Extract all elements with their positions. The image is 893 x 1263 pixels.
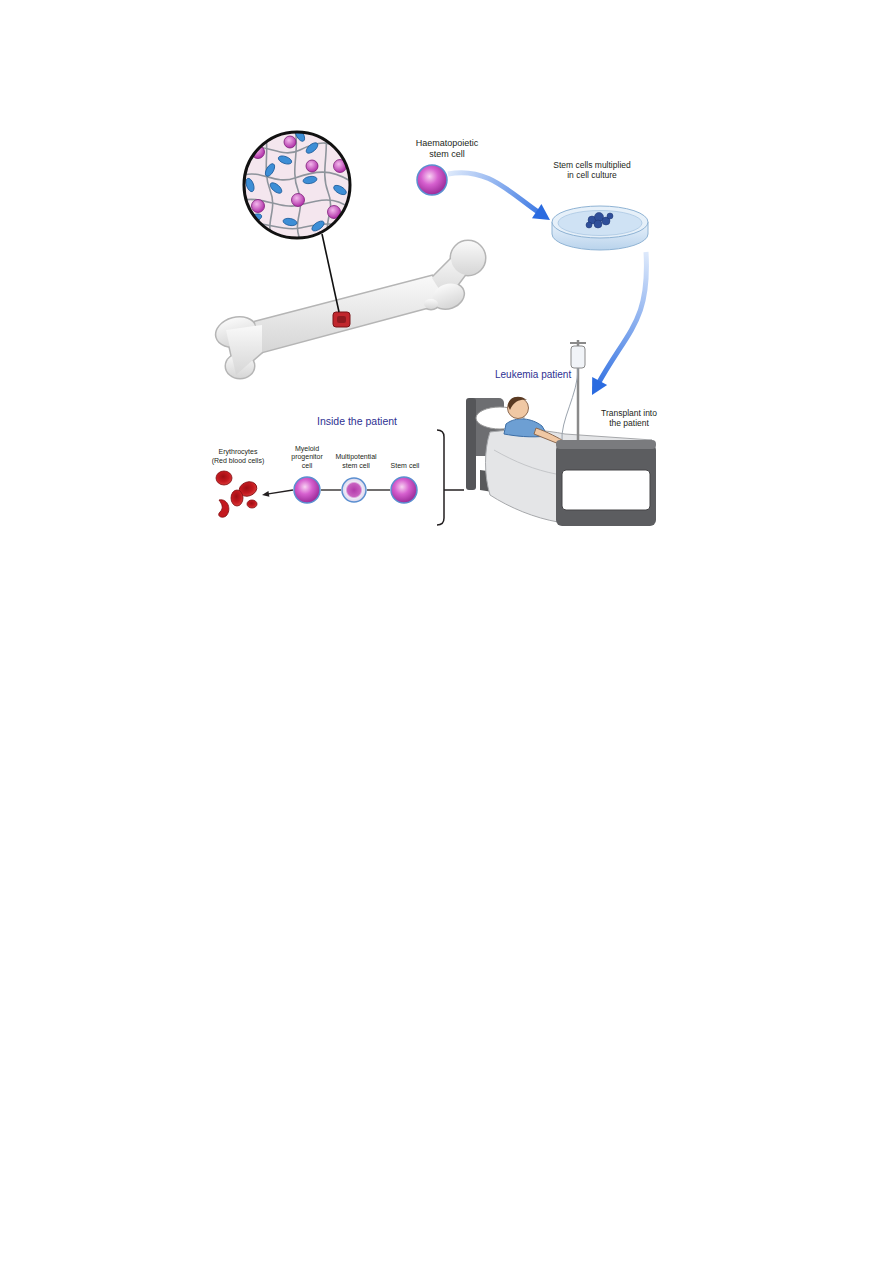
marrow-magnifier-part-part-part	[292, 194, 305, 207]
marrow-magnifier-part-part-part	[244, 177, 255, 193]
marrow-magnifier-part-part-part	[284, 136, 296, 148]
lineage-line	[267, 490, 293, 494]
femur-bone	[213, 241, 485, 378]
patient-bed-part	[556, 444, 656, 526]
patient-bed-part	[562, 470, 650, 510]
marrow-magnifier	[240, 127, 355, 312]
cell-node: Myeloid progenitor cell	[293, 476, 321, 504]
patient-bed-part	[571, 346, 585, 368]
marrow-magnifier-part-part-part	[263, 162, 276, 178]
marrow-magnifier-part-part	[244, 130, 352, 240]
patient-bed	[466, 340, 656, 526]
edge-label: Transplant into the patient	[596, 408, 662, 428]
cell-icons-part	[342, 478, 366, 502]
process-arrow	[448, 173, 541, 214]
cell-node: Stem cell	[390, 476, 418, 504]
patient-bed-part	[508, 397, 527, 410]
femur-bone-part	[333, 312, 350, 327]
marrow-magnifier-part-part-part	[304, 141, 319, 155]
bracket-part	[444, 489, 464, 491]
red-blood-cells-part	[219, 500, 229, 517]
node-label: Stem cells multiplied in cell culture	[550, 160, 634, 180]
petri-dish-part	[552, 206, 648, 238]
marrow-magnifier-part-part-part	[244, 172, 352, 182]
stem-cell-node: Haematopoietic stem cell	[416, 164, 448, 196]
femur-bone-part	[213, 241, 485, 378]
cell-icons-part	[391, 477, 417, 503]
cell-node: Multipotential stem cell	[341, 477, 367, 503]
bracket	[437, 430, 464, 525]
marrow-magnifier-part-part	[240, 128, 355, 243]
marrow-magnifier-part-part-part	[306, 160, 318, 172]
bracket-part	[437, 430, 444, 525]
marrow-magnifier-part-part-part	[302, 175, 317, 184]
node-label: Stem cell	[383, 462, 427, 470]
red-blood-cells-part	[216, 471, 232, 485]
culture-dish-node: Stem cells multiplied in cell culture	[550, 204, 652, 252]
marrow-magnifier-part-part-part	[277, 154, 293, 165]
group-heading: Inside the patient	[317, 415, 397, 428]
femur-bone-part-part	[451, 241, 485, 275]
femur-bone-part-part	[255, 276, 448, 352]
red-blood-cells	[216, 471, 259, 517]
marrow-magnifier-part-part	[244, 127, 352, 233]
cell-node: Erythrocytes (Red blood cells)	[212, 468, 262, 522]
arrow-head	[532, 204, 550, 220]
patient-bed-part	[570, 342, 586, 344]
patient-bed-part	[508, 398, 529, 419]
femur-bone-part-part	[451, 241, 485, 275]
stem-cell-icon	[417, 165, 447, 195]
node-label: Myeloid progenitor cell	[287, 445, 327, 470]
stem-cell-icon-part	[417, 165, 447, 195]
arrow-head	[262, 491, 269, 497]
patient-bed-part	[494, 450, 556, 474]
patient-bed-part	[466, 398, 476, 490]
marrow-magnifier-part-part-part	[268, 181, 283, 195]
femur-bone-part-part	[226, 325, 262, 375]
marrow-magnifier-part-part-part	[252, 200, 265, 213]
red-blood-cells-part	[247, 500, 257, 508]
femur-bone-part	[213, 241, 485, 378]
petri-dish-part-part	[594, 220, 602, 228]
node-label: Erythrocytes (Red blood cells)	[210, 448, 266, 465]
petri-dish-part	[558, 211, 642, 236]
patient-bed-part	[556, 440, 656, 449]
cell-icons-part	[294, 477, 320, 503]
marrow-magnifier-part-part-part	[282, 217, 297, 226]
process-arrow	[597, 252, 646, 385]
lineage-line	[367, 489, 390, 490]
node-label: Leukemia patient	[495, 369, 571, 381]
marrow-magnifier-part-part-part	[325, 130, 331, 240]
red-blood-cells-part	[231, 490, 243, 506]
marrow-magnifier-part	[322, 234, 339, 312]
node-label: Haematopoietic stem cell	[411, 138, 483, 160]
femur-bone-part-part	[424, 299, 438, 309]
lineage-line	[321, 489, 341, 490]
femur-bone-part	[337, 316, 346, 323]
petri-dish	[552, 206, 648, 250]
petri-dish-part-part	[586, 222, 592, 228]
arrow-head	[592, 377, 607, 395]
marrow-magnifier-part	[244, 132, 350, 238]
marrow-magnifier-part	[240, 127, 355, 244]
cell-icons	[294, 477, 417, 503]
marrow-magnifier-part-part-part	[332, 183, 348, 196]
petri-dish-part-part	[607, 213, 613, 219]
femur-bone-part-part	[255, 276, 448, 352]
petri-dish-part	[586, 213, 613, 229]
femur-bone-part-part	[424, 299, 438, 309]
node-label: Multipotential stem cell	[331, 453, 381, 470]
